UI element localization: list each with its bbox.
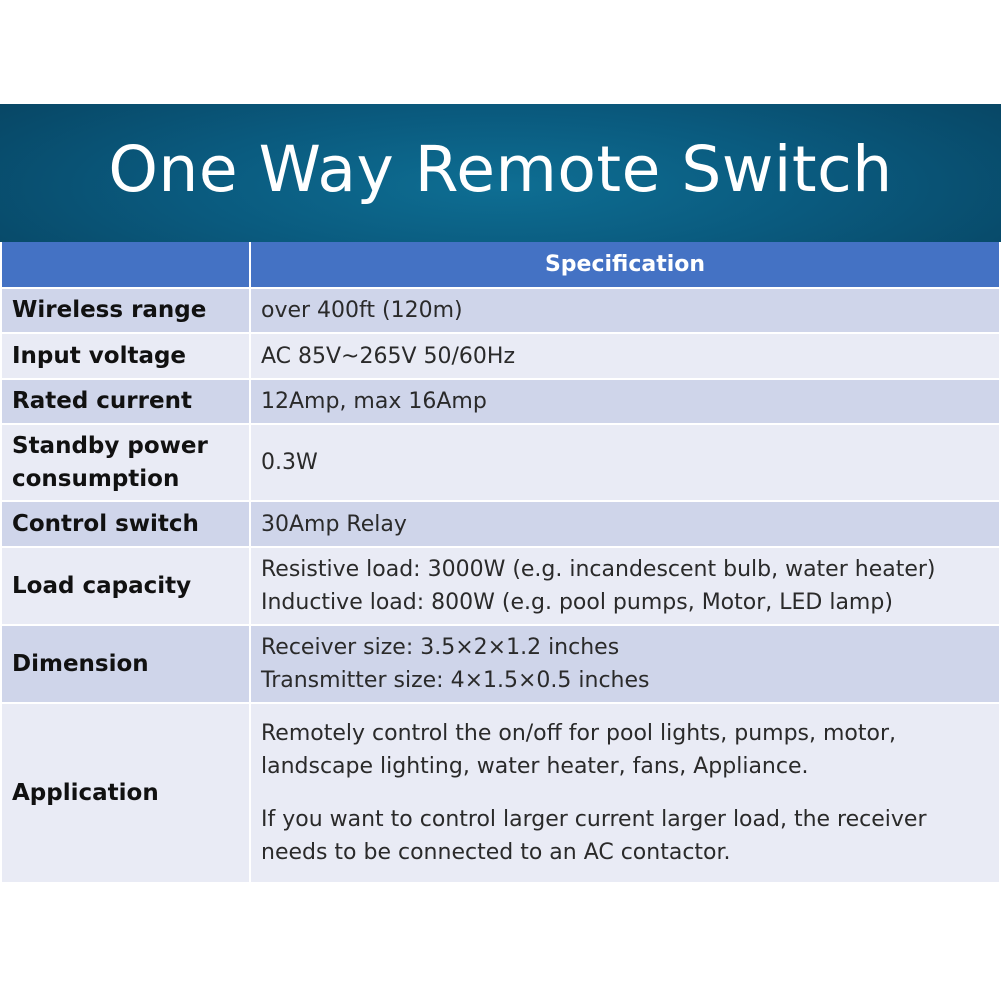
table-row: Application Remotely control the on/off …	[2, 702, 999, 882]
row-label: Dimension	[2, 624, 251, 702]
row-value: Receiver size: 3.5×2×1.2 inches Transmit…	[251, 624, 999, 702]
row-value: Resistive load: 3000W (e.g. incandescent…	[251, 546, 999, 624]
value-line: 30Amp Relay	[261, 511, 407, 537]
table-row: Wireless range over 400ft (120m)	[2, 287, 999, 332]
page-title: One Way Remote Switch	[108, 132, 893, 206]
row-value: 12Amp, max 16Amp	[251, 378, 999, 423]
row-value: AC 85V~265V 50/60Hz	[251, 332, 999, 378]
row-label: Application	[2, 702, 251, 882]
row-value: Remotely control the on/off for pool lig…	[251, 702, 999, 882]
table-row: Control switch 30Amp Relay	[2, 500, 999, 546]
table-row: Standby power consumption 0.3W	[2, 423, 999, 500]
header-specification: Specification	[251, 242, 999, 287]
row-label: Load capacity	[2, 546, 251, 624]
value-line: landscape lighting, water heater, fans, …	[261, 754, 809, 779]
value-line: AC 85V~265V 50/60Hz	[261, 343, 516, 369]
value-line: Remotely control the on/off for pool lig…	[261, 721, 896, 746]
value-line: over 400ft (120m)	[261, 298, 463, 323]
header-label-column	[2, 242, 251, 287]
value-gap	[261, 783, 999, 803]
value-line: Transmitter size: 4×1.5×0.5 inches	[261, 668, 650, 693]
row-value: 0.3W	[251, 423, 999, 500]
value-line: Resistive load: 3000W (e.g. incandescent…	[261, 557, 936, 582]
row-value: 30Amp Relay	[251, 500, 999, 546]
table-row: Load capacity Resistive load: 3000W (e.g…	[2, 546, 999, 624]
value-line: 12Amp, max 16Amp	[261, 389, 487, 414]
table-row: Dimension Receiver size: 3.5×2×1.2 inche…	[2, 624, 999, 702]
value-line: Receiver size: 3.5×2×1.2 inches	[261, 635, 620, 660]
value-line: needs to be connected to an AC contactor…	[261, 840, 731, 865]
row-value: over 400ft (120m)	[251, 287, 999, 332]
table-row: Input voltage AC 85V~265V 50/60Hz	[2, 332, 999, 378]
value-line: If you want to control larger current la…	[261, 807, 927, 832]
row-label: Rated current	[2, 378, 251, 423]
value-line: Inductive load: 800W (e.g. pool pumps, M…	[261, 590, 893, 615]
value-line: 0.3W	[261, 450, 318, 475]
row-label: Control switch	[2, 500, 251, 546]
table-header-row: Specification	[2, 242, 999, 287]
row-label: Standby power consumption	[2, 423, 251, 500]
title-banner: One Way Remote Switch	[0, 104, 1001, 242]
specification-table: Specification Wireless range over 400ft …	[2, 242, 999, 882]
row-label: Input voltage	[2, 332, 251, 378]
table-row: Rated current 12Amp, max 16Amp	[2, 378, 999, 423]
row-label: Wireless range	[2, 287, 251, 332]
